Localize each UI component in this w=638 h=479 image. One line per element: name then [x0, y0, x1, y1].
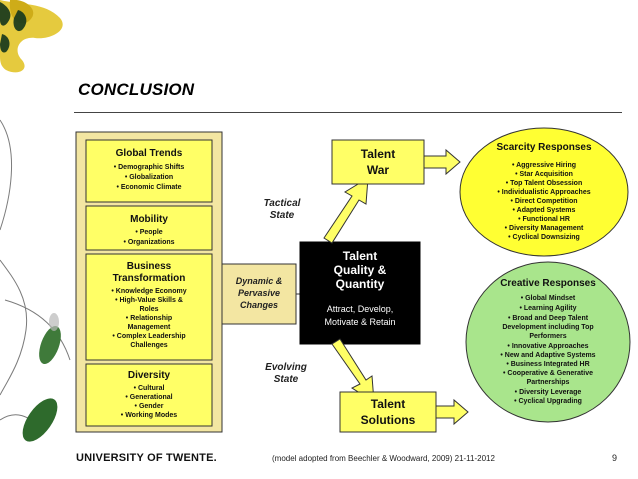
scarcity-item: • Functional HR: [518, 216, 570, 223]
tactical-state-label: State: [270, 210, 295, 221]
global-trends-item: • Globalization: [125, 174, 173, 181]
slide-title: CONCLUSION: [78, 80, 195, 99]
business-transformation-item: Roles: [139, 306, 158, 313]
global-trends-item: • Economic Climate: [116, 184, 181, 191]
scarcity-item: • Aggressive Hiring: [512, 162, 576, 169]
talent-solutions-line: Solutions: [361, 413, 416, 427]
diversity-box: Diversity • Cultural • Generational • Ge…: [85, 363, 213, 427]
evolving-state-label: Evolving: [265, 362, 307, 373]
talent-war-box: Talent War: [331, 139, 425, 185]
talent-solutions-box: Talent Solutions: [339, 391, 437, 433]
changes-line: Pervasive: [238, 288, 280, 298]
changes-line: Changes: [240, 300, 278, 310]
creative-responses-circle: Creative Responses • Global Mindset • Le…: [465, 261, 631, 423]
creative-item: Development including Top: [502, 324, 593, 331]
business-transformation-title: Business: [127, 261, 172, 272]
scarcity-item: • Top Talent Obsession: [506, 180, 582, 187]
mobility-item: • People: [135, 229, 162, 236]
center-subtitle-line: Motivate & Retain: [324, 317, 395, 327]
business-transformation-item: • Knowledge Economy: [111, 288, 186, 295]
business-transformation-item: • Relationship: [126, 315, 172, 322]
scarcity-responses-circle: Scarcity Responses • Aggressive Hiring •…: [459, 127, 629, 257]
center-title-line: Quality &: [334, 263, 387, 277]
talent-quality-box: Talent Quality & Quantity Attract, Devel…: [299, 241, 421, 345]
scarcity-item: • Adapted Systems: [513, 207, 576, 214]
business-transformation-box: Business Transformation • Knowledge Econ…: [85, 253, 213, 361]
changes-box: Dynamic & Pervasive Changes: [221, 263, 297, 325]
diversity-item: • Working Modes: [121, 412, 177, 419]
scarcity-title: Scarcity Responses: [496, 142, 591, 153]
business-transformation-item: Challenges: [130, 342, 167, 349]
creative-item: • Innovative Approaches: [507, 343, 588, 350]
talent-model-diagram: Global Trends • Demographic Shifts • Glo…: [75, 127, 631, 433]
tactical-state-label: Tactical: [264, 198, 301, 209]
scarcity-item: • Individualistic Approaches: [497, 189, 590, 196]
diversity-item: • Gender: [135, 403, 164, 410]
creative-item: Performers: [529, 333, 566, 340]
global-trends-box: Global Trends • Demographic Shifts • Glo…: [85, 139, 213, 203]
business-transformation-item: Management: [128, 324, 171, 331]
center-subtitle-line: Attract, Develop,: [327, 304, 394, 314]
creative-item: Partnerships: [527, 379, 570, 386]
page-number: 9: [612, 453, 618, 463]
decorative-pattern: [0, 0, 71, 442]
creative-item: • Cooperative & Generative: [503, 370, 593, 377]
title-divider: [74, 112, 622, 113]
evolving-arrow: [331, 338, 375, 403]
business-transformation-item: • High-Value Skills &: [115, 297, 183, 304]
scarcity-item: • Cyclical Downsizing: [508, 234, 580, 241]
university-logo-text: UNIVERSITY OF TWENTE.: [76, 452, 217, 464]
diversity-item: • Cultural: [134, 385, 165, 392]
creative-item: • Broad and Deep Talent: [508, 315, 589, 322]
mobility-item: • Organizations: [123, 239, 174, 246]
creative-title: Creative Responses: [500, 278, 596, 289]
evolving-state-label: State: [274, 374, 299, 385]
scarcity-item: • Direct Competition: [510, 198, 577, 205]
tactical-arrow: [323, 177, 369, 244]
scarcity-item: • Diversity Management: [505, 225, 584, 232]
mobility-title: Mobility: [130, 214, 168, 225]
diversity-title: Diversity: [128, 370, 171, 381]
diversity-item: • Generational: [125, 394, 172, 401]
center-title-line: Quantity: [336, 277, 385, 291]
creative-item: • New and Adaptive Systems: [500, 352, 595, 359]
creative-item: • Cyclical Upgrading: [514, 398, 582, 405]
global-trends-title: Global Trends: [116, 148, 183, 159]
scarcity-item: • Star Acquisition: [515, 171, 573, 178]
business-transformation-item: • Complex Leadership: [112, 333, 185, 340]
talent-solutions-line: Talent: [371, 397, 405, 411]
talent-war-line: Talent: [361, 147, 395, 161]
creative-item: • Learning Agility: [519, 305, 576, 312]
mobility-box: Mobility • People • Organizations: [85, 205, 213, 251]
creative-arrow: [435, 398, 469, 426]
talent-war-line: War: [367, 163, 390, 177]
scarcity-arrow: [423, 148, 461, 176]
creative-item: • Global Mindset: [521, 295, 576, 302]
creative-item: • Business Integrated HR: [506, 361, 589, 368]
business-transformation-title: Transformation: [113, 273, 186, 284]
center-title-line: Talent: [343, 249, 377, 263]
creative-item: • Diversity Leverage: [515, 389, 582, 396]
changes-line: Dynamic &: [236, 276, 283, 286]
global-trends-item: • Demographic Shifts: [114, 164, 185, 171]
footer-citation: (model adopted from Beechler & Woodward,…: [272, 454, 495, 463]
